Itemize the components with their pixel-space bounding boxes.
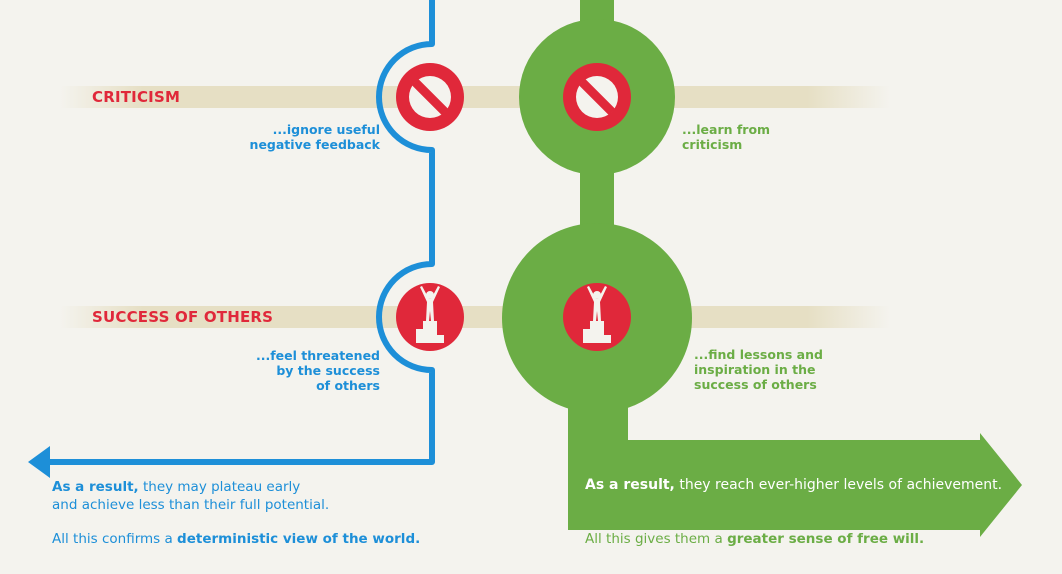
fixed-success-text: ...feel threatened by the success of oth… (255, 348, 380, 393)
prohibition-icon (396, 63, 464, 131)
growth-result-text: As a result, they reach ever-higher leve… (585, 477, 1003, 493)
criticism-label: CRITICISM (92, 88, 181, 106)
growth-gives-text: All this gives them a greater sense of f… (585, 531, 925, 547)
fixed-arrowhead (28, 446, 50, 478)
fixed-criticism-text: ...ignore useful negative feedback (249, 122, 380, 152)
success-of-others-label: SUCCESS OF OTHERS (92, 308, 274, 326)
growth-success-text: ...find lessons and inspiration in the s… (694, 347, 823, 392)
person-on-podium-icon (563, 283, 631, 351)
fixed-path (50, 0, 435, 465)
fixed-result-text: As a result, they may plateau early and … (52, 479, 330, 513)
prohibition-icon (563, 63, 631, 131)
person-on-podium-icon (396, 283, 464, 351)
growth-criticism-text: ...learn from criticism (682, 122, 771, 152)
fixed-confirms-text: All this confirms a deterministic view o… (52, 531, 421, 547)
criticism-band (60, 86, 890, 108)
